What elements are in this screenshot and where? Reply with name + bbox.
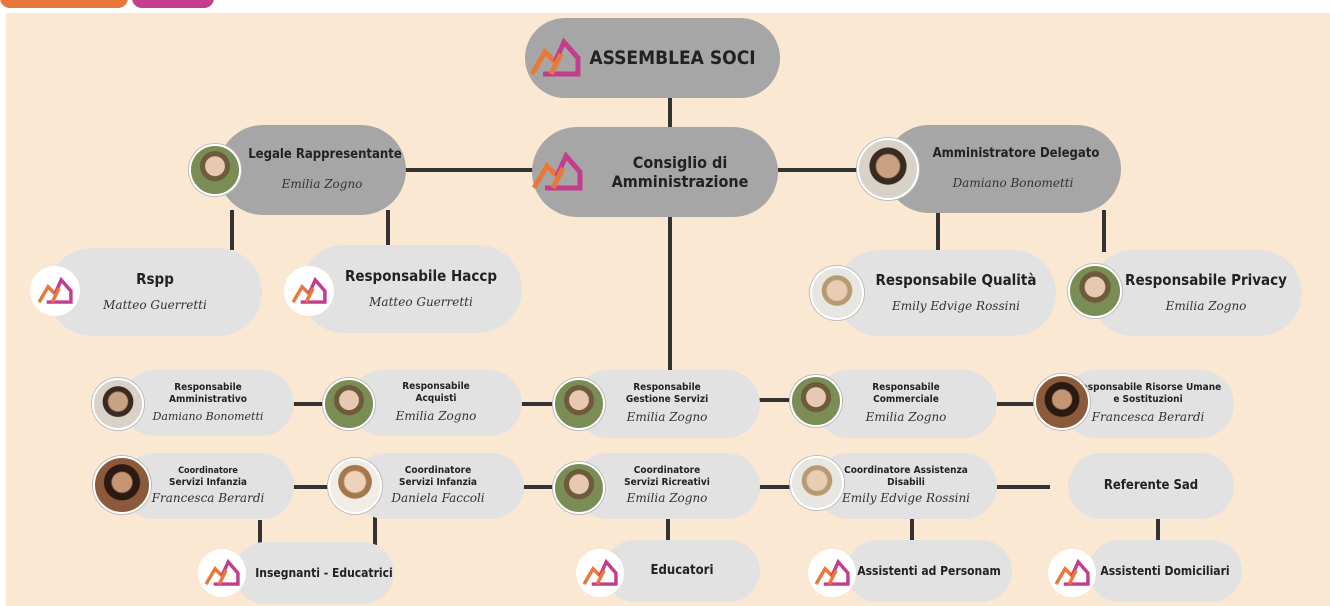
acquisti-name: Emilia Zogno bbox=[395, 409, 477, 424]
coord-infanzia2-name: Daniela Faccoli bbox=[391, 491, 485, 506]
avatar bbox=[328, 458, 382, 514]
rspp-name: Matteo Guerretti bbox=[103, 298, 207, 313]
coord-disabili-line1: Coordinatore Assistenza bbox=[844, 465, 968, 477]
consiglio-title-line2: Amministrazione bbox=[611, 172, 749, 191]
amministrativo-line2: Amministrativo bbox=[169, 393, 247, 405]
assistenti-domiciliari-title: Assistenti Domiciliari bbox=[1100, 563, 1230, 578]
legale-title: Legale Rappresentante bbox=[248, 147, 402, 163]
responsabile-amministrativo-box: Responsabile Amministrativo Damiano Bono… bbox=[122, 370, 294, 436]
responsabile-qualita-box: Responsabile Qualità Emily Edvige Rossin… bbox=[836, 250, 1056, 336]
cooperative-logo-icon bbox=[576, 549, 624, 597]
legale-name: Emilia Zogno bbox=[281, 177, 363, 191]
responsabile-acquisti-box: Responsabile Acquisti Emilia Zogno bbox=[350, 370, 522, 436]
cooperative-logo-icon bbox=[198, 549, 246, 597]
cooperative-logo-icon bbox=[528, 36, 582, 80]
avatar bbox=[790, 456, 844, 510]
coord-infanzia1-line2: Servizi Infanzia bbox=[169, 476, 247, 488]
qualita-name: Emily Edvige Rossini bbox=[891, 299, 1021, 314]
acquisti-line1: Responsabile bbox=[402, 381, 470, 393]
rspp-title: Rspp bbox=[136, 270, 174, 289]
referente-sad-title: Referente Sad bbox=[1103, 478, 1199, 494]
coord-disabili-name: Emily Edvige Rossini bbox=[841, 491, 971, 506]
coord-infanzia1-name: Francesca Berardi bbox=[151, 490, 265, 505]
avatar bbox=[553, 462, 605, 514]
assistenti-domiciliari-box: Assistenti Domiciliari bbox=[1088, 540, 1242, 602]
haccp-name: Matteo Guerretti bbox=[369, 295, 473, 310]
legale-rappresentante-box: Legale Rappresentante Emilia Zogno bbox=[218, 125, 406, 215]
brand-bar bbox=[0, 0, 214, 10]
coord-disabili-line2: Disabili bbox=[887, 477, 925, 489]
gestione-line1: Responsabile bbox=[633, 382, 701, 394]
commerciale-name: Emilia Zogno bbox=[865, 410, 947, 425]
coord-ricreativi-line1: Coordinatore bbox=[633, 465, 701, 477]
avatar bbox=[1034, 374, 1090, 430]
responsabile-commerciale-box: Responsabile Commerciale Emilia Zogno bbox=[815, 370, 997, 438]
delegato-name: Damiano Bonometti bbox=[952, 176, 1074, 190]
avatar bbox=[790, 375, 842, 427]
risorse-name: Francesca Berardi bbox=[1091, 410, 1205, 425]
coord-infanzia1-line1: Coordinatore bbox=[178, 465, 238, 476]
qualita-title: Responsabile Qualità bbox=[875, 271, 1037, 290]
coord-ricreativi-line2: Servizi Ricreativi bbox=[624, 477, 710, 489]
assemblea-soci-box: ASSEMBLEA SOCI bbox=[525, 18, 780, 98]
privacy-title: Responsabile Privacy bbox=[1125, 271, 1287, 290]
cooperative-logo-icon bbox=[1048, 549, 1096, 597]
delegato-title: Amministratore Delegato bbox=[932, 146, 1100, 162]
cooperative-logo-icon bbox=[530, 150, 584, 194]
rspp-box: Rspp Matteo Guerretti bbox=[48, 248, 262, 336]
cooperative-logo-icon bbox=[30, 266, 80, 316]
cooperative-logo-icon bbox=[808, 549, 856, 597]
avatar bbox=[92, 378, 144, 430]
referente-sad-box: Referente Sad bbox=[1068, 453, 1234, 519]
avatar bbox=[810, 266, 864, 320]
responsabile-haccp-box: Responsabile Haccp Matteo Guerretti bbox=[300, 245, 522, 333]
educatori-title: Educatori bbox=[650, 563, 714, 579]
assistenti-personam-title: Assistenti ad Personam bbox=[857, 563, 1001, 578]
risorse-line2: e Sostituzioni bbox=[1113, 394, 1183, 406]
insegnanti-educatrici-box: Insegnanti - Educatrici bbox=[234, 542, 394, 604]
avatar bbox=[857, 138, 919, 200]
amministrativo-name: Damiano Bonometti bbox=[152, 409, 264, 423]
avatar bbox=[1068, 264, 1122, 318]
coord-infanzia2-line2: Servizi Infanzia bbox=[399, 477, 477, 489]
brand-bar-orange bbox=[0, 0, 128, 8]
coord-infanzia2-line1: Coordinatore bbox=[404, 465, 472, 477]
avatar bbox=[553, 378, 605, 430]
brand-bar-magenta bbox=[132, 0, 214, 8]
coord-ricreativi-name: Emilia Zogno bbox=[626, 491, 708, 506]
amministrativo-line1: Responsabile bbox=[174, 381, 242, 393]
consiglio-box: Consiglio di Amministrazione bbox=[532, 127, 778, 217]
commerciale-line2: Commerciale bbox=[873, 394, 939, 406]
assemblea-soci-title: ASSEMBLEA SOCI bbox=[589, 46, 756, 69]
consiglio-title-line1: Consiglio di bbox=[632, 152, 728, 172]
gestione-line2: Gestione Servizi bbox=[625, 394, 709, 406]
acquisti-line2: Acquisti bbox=[415, 393, 457, 405]
commerciale-line1: Responsabile bbox=[872, 382, 940, 394]
avatar bbox=[323, 378, 375, 430]
risorse-line1: Responsabile Risorse Umane bbox=[1074, 382, 1222, 394]
responsabile-privacy-box: Responsabile Privacy Emilia Zogno bbox=[1090, 250, 1302, 336]
gestione-name: Emilia Zogno bbox=[626, 410, 708, 425]
responsabile-risorse-umane-box: Responsabile Risorse Umane e Sostituzion… bbox=[1062, 370, 1234, 438]
cooperative-logo-icon bbox=[284, 266, 334, 316]
educatori-box: Educatori bbox=[604, 540, 760, 602]
privacy-name: Emilia Zogno bbox=[1165, 299, 1247, 314]
avatar bbox=[93, 456, 151, 514]
haccp-title: Responsabile Haccp bbox=[344, 267, 498, 286]
insegnanti-title: Insegnanti - Educatrici bbox=[255, 565, 393, 580]
assistenti-ad-personam-box: Assistenti ad Personam bbox=[846, 540, 1012, 602]
responsabile-gestione-servizi-box: Responsabile Gestione Servizi Emilia Zog… bbox=[574, 370, 760, 438]
amministratore-delegato-box: Amministratore Delegato Damiano Bonomett… bbox=[885, 125, 1121, 213]
avatar bbox=[189, 144, 241, 196]
coordinatore-assistenza-disabili-box: Coordinatore Assistenza Disabili Emily E… bbox=[815, 453, 997, 519]
coordinatore-servizi-ricreativi-box: Coordinatore Servizi Ricreativi Emilia Z… bbox=[574, 453, 760, 519]
